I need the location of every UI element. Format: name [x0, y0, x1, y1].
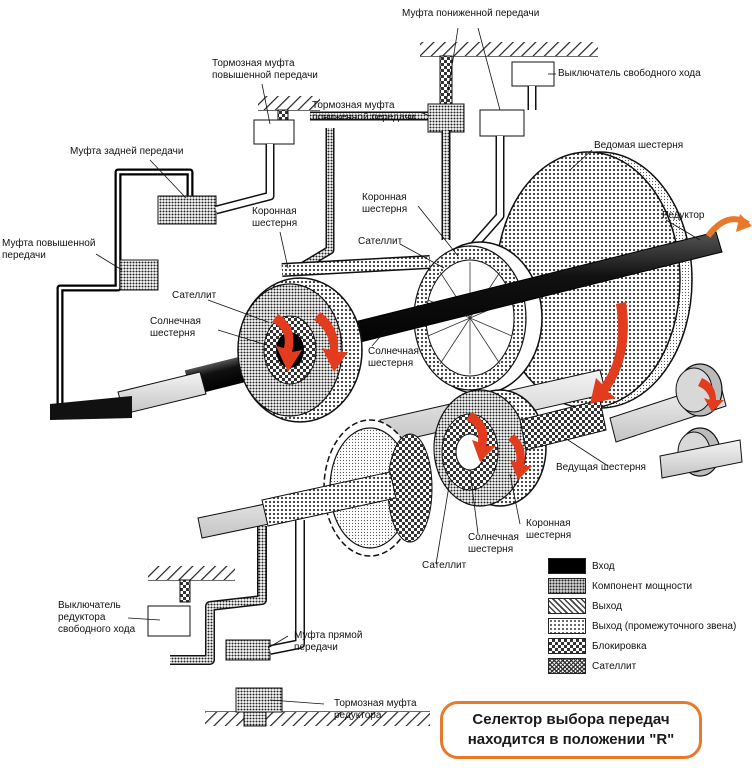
lower-ducts-fill [170, 520, 304, 664]
upper-ducts-fill [215, 86, 535, 252]
label-reduction-clutch: Муфта пониженной передачи [402, 8, 540, 19]
legend-item-output: Выход [548, 598, 622, 614]
legend-label: Выход [592, 600, 622, 612]
legend-item-planet: Сателлит [548, 658, 636, 674]
leader-lines [95, 27, 701, 705]
legend-item-intermediate: Выход (промежуточного звена) [548, 618, 736, 634]
label-reduction-brake-clutch: Тормозная муфта пониженной передачи [312, 100, 416, 123]
label-sun-gear-3: Солнечная шестерня [468, 532, 519, 555]
label-driven-gear: Ведомая шестерня [594, 140, 684, 151]
arrow-5 [508, 434, 532, 480]
legend-swatch-lock [548, 638, 586, 654]
legend-label: Компонент мощности [592, 580, 693, 592]
label-high-clutch: Муфта повышенной передачи [2, 238, 96, 261]
label-high-brake-clutch: Тормозная муфта повышенной передачи [212, 58, 318, 81]
label-reducer: Редуктор [662, 210, 705, 221]
label-reverse-clutch: Муфта задней передачи [70, 146, 184, 157]
reducer-brake-pad [243, 711, 267, 727]
clutch-blocks [119, 61, 555, 713]
legend-label: Выход (промежуточного звена) [592, 620, 737, 632]
legend-swatch-output [548, 598, 586, 614]
legend-swatch-intermediate [548, 618, 586, 634]
label-planet-3: Сателлит [422, 560, 467, 571]
label-drive-gear: Ведущая шестерня [556, 462, 646, 473]
label-planet-2: Сателлит [172, 290, 217, 301]
legend-item-lock: Блокировка [548, 638, 647, 654]
arrow-4 [466, 412, 496, 462]
lower-shaft [197, 471, 397, 539]
legend-label: Блокировка [592, 640, 647, 652]
label-planet-1: Сателлит [358, 236, 403, 247]
arrow-2 [314, 312, 348, 372]
front-planetary [237, 277, 363, 423]
label-ring-gear-3: Коронная шестерня [526, 518, 572, 541]
selector-note-box: Селектор выбора передач находится в поло… [440, 701, 702, 759]
ring-gear-middle [413, 241, 543, 395]
selector-note-text: Селектор выбора передач находится в поло… [467, 711, 675, 748]
label-sun-gear-1: Солнечная шестерня [150, 316, 201, 339]
rotation-arrows [272, 302, 724, 480]
label-sun-gear-2: Солнечная шестерня [368, 346, 419, 369]
legend-label: Вход [592, 560, 615, 572]
legend-item-input: Вход [548, 558, 615, 574]
legend-label: Сателлит [592, 660, 637, 672]
label-reducer-freewheel-switch: Выключатель редуктора свободного хода [58, 600, 136, 635]
legend-swatch-planet [548, 658, 586, 674]
label-ring-gear-2: Коронная шестерня [362, 192, 408, 215]
legend-swatch-input [548, 558, 586, 574]
label-freewheel-switch: Выключатель свободного хода [558, 68, 701, 79]
label-reducer-brake-clutch: Тормозная муфта редуктора [334, 698, 417, 721]
arrow-6 [698, 378, 724, 412]
label-ring-gear-1: Коронная шестерня [252, 206, 298, 229]
arrow-1 [272, 314, 302, 372]
legend-swatch-power [548, 578, 586, 594]
arrow-3 [590, 302, 628, 404]
legend-item-power: Компонент мощности [548, 578, 692, 594]
label-direct-clutch: Муфта прямой передачи [294, 630, 363, 653]
reverse-clutch-linkage-outline [58, 170, 192, 412]
